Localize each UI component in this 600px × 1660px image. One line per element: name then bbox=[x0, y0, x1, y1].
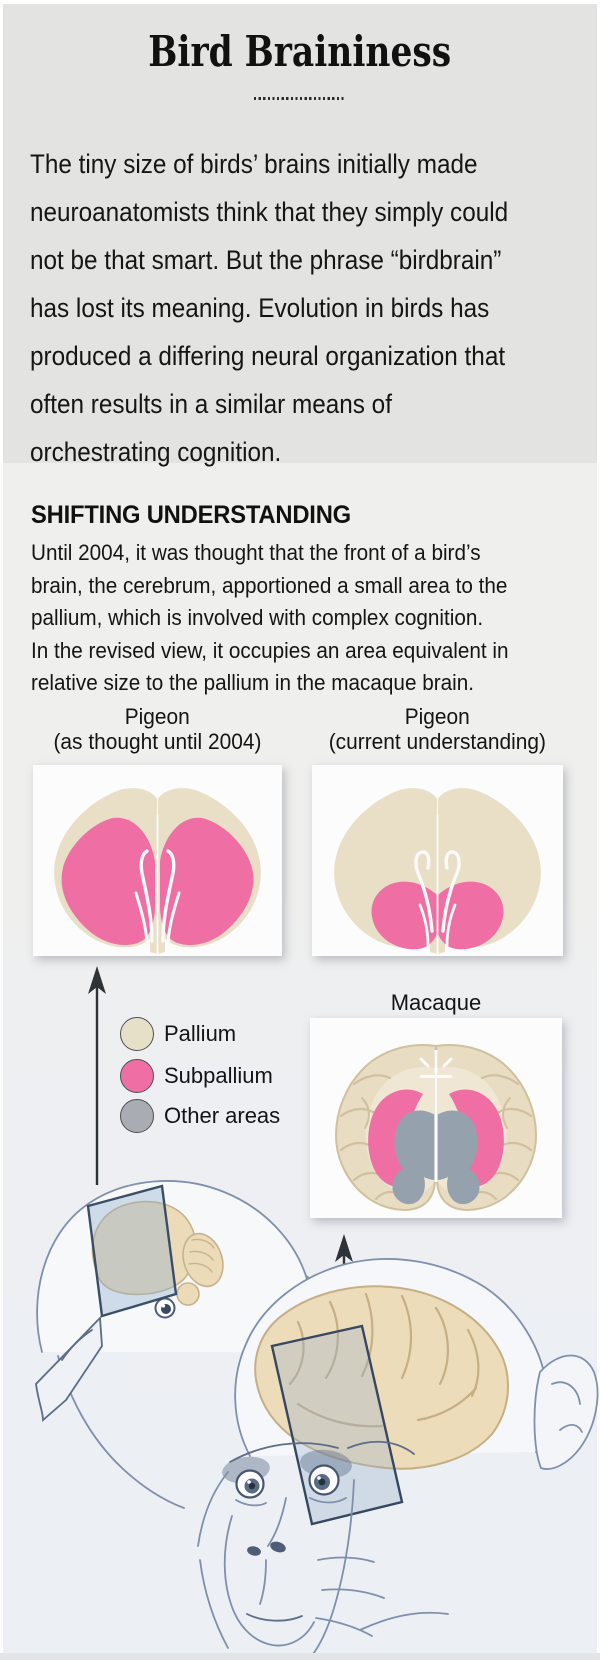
subpallium-swatch-icon bbox=[120, 1059, 154, 1093]
legend-label: Pallium bbox=[164, 1021, 237, 1046]
text-line: pallium, which is involved with complex … bbox=[31, 605, 484, 630]
panel-macaque bbox=[310, 1018, 562, 1218]
text-line: relative size to the pallium in the maca… bbox=[31, 670, 474, 695]
text-line: often results in a similar means of bbox=[30, 389, 392, 419]
text-line: orchestrating cognition. bbox=[30, 437, 282, 467]
legend-item-pallium: Pallium bbox=[120, 1017, 236, 1051]
text-line: Until 2004, it was thought that the fron… bbox=[31, 540, 481, 565]
text-line: In the revised view, it occupies an area… bbox=[31, 637, 509, 663]
label-pigeon-old-title: Pigeon bbox=[124, 704, 190, 729]
legend-label: Other areas bbox=[164, 1103, 281, 1128]
section-paragraph: Until 2004, it was thought that the fron… bbox=[31, 537, 550, 700]
legend-item-other-areas: Other areas bbox=[120, 1099, 280, 1133]
label-pigeon-new: Pigeon (current understanding) bbox=[307, 704, 567, 754]
panel-pigeon-new bbox=[312, 765, 563, 956]
dotted-divider bbox=[254, 97, 346, 100]
text-line: brain, the cerebrum, apportioned a small… bbox=[31, 572, 508, 598]
section-heading: SHIFTING UNDERSTANDING bbox=[31, 501, 351, 529]
macaque-brain-diagram bbox=[334, 1044, 538, 1211]
pallium-swatch-icon bbox=[120, 1017, 154, 1051]
page-title: Bird Braininess bbox=[0, 26, 600, 78]
pigeon-old-brain-diagram bbox=[54, 788, 261, 954]
text-line: has lost its meaning. Evolution in birds… bbox=[30, 293, 490, 323]
label-pigeon-new-subtitle: (current understanding) bbox=[328, 729, 546, 754]
other-areas-swatch-icon bbox=[120, 1099, 154, 1133]
panel-pigeon-old bbox=[33, 765, 282, 956]
intro-paragraph: The tiny size of birds’ brains initially… bbox=[30, 140, 561, 476]
legend-label: Subpallium bbox=[164, 1063, 273, 1088]
page-title-text: Bird Braininess bbox=[148, 27, 452, 76]
text-line: neuroanatomists think that they simply c… bbox=[30, 197, 509, 227]
label-macaque: Macaque bbox=[390, 990, 482, 1015]
legend-item-subpallium: Subpallium bbox=[120, 1059, 273, 1093]
label-pigeon-old: Pigeon (as thought until 2004) bbox=[27, 704, 287, 754]
text-line: produced a differing neural organization… bbox=[30, 341, 506, 371]
text-line: not be that smart. But the phrase “birdb… bbox=[30, 245, 502, 275]
label-pigeon-new-title: Pigeon bbox=[404, 704, 470, 729]
footer-strip bbox=[0, 1653, 600, 1660]
top-section-background bbox=[3, 4, 597, 463]
text-line: The tiny size of birds’ brains initially… bbox=[30, 149, 478, 179]
pigeon-new-brain-diagram bbox=[334, 788, 541, 954]
label-pigeon-old-subtitle: (as thought until 2004) bbox=[53, 729, 261, 754]
